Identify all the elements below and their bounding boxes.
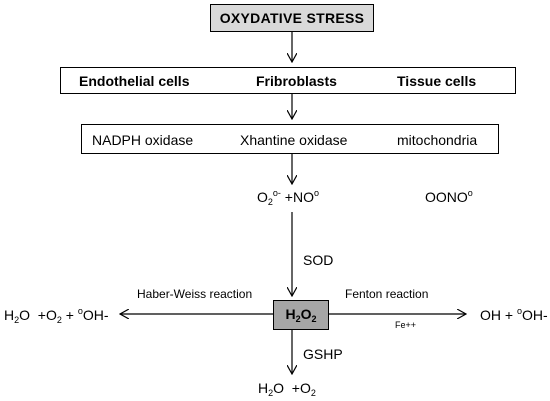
haber-weiss-label: Haber-Weiss reaction <box>137 287 253 301</box>
h2o2-box: H2O2 <box>273 300 329 330</box>
enzyme-mitochondria: mitochondria <box>397 132 478 148</box>
cell-endothelial: Endothelial cells <box>79 73 190 89</box>
cell-fibroblasts: Fribroblasts <box>256 73 337 89</box>
enzymes-box: NADPH oxidase Xhantine oxidase mitochond… <box>81 124 499 154</box>
enzyme-xanthine-oxidase: Xhantine oxidase <box>240 132 348 148</box>
right-products: OH + oOH- <box>480 306 548 323</box>
sod-label: SOD <box>303 252 334 268</box>
superoxide-nitric-oxide: O2o- +NOo <box>257 188 320 207</box>
cells-box: Endothelial cells Fribroblasts Tissue ce… <box>60 67 516 94</box>
gshp-label: GSHP <box>303 346 343 362</box>
title-label: OXYDATIVE STRESS <box>219 10 365 26</box>
left-products: H2O +O2 + oOH- <box>4 306 109 325</box>
title-box: OXYDATIVE STRESS <box>210 4 374 32</box>
cell-tissue: Tissue cells <box>397 73 477 89</box>
peroxynitrite: OONOo <box>425 188 473 205</box>
bottom-products: H2O +O2 <box>258 380 316 398</box>
fenton-label: Fenton reaction <box>345 287 429 301</box>
enzyme-nadph-oxidase: NADPH oxidase <box>92 132 194 148</box>
iron-label: Fe++ <box>395 320 417 330</box>
h2o2-label: H2O2 <box>285 306 317 324</box>
